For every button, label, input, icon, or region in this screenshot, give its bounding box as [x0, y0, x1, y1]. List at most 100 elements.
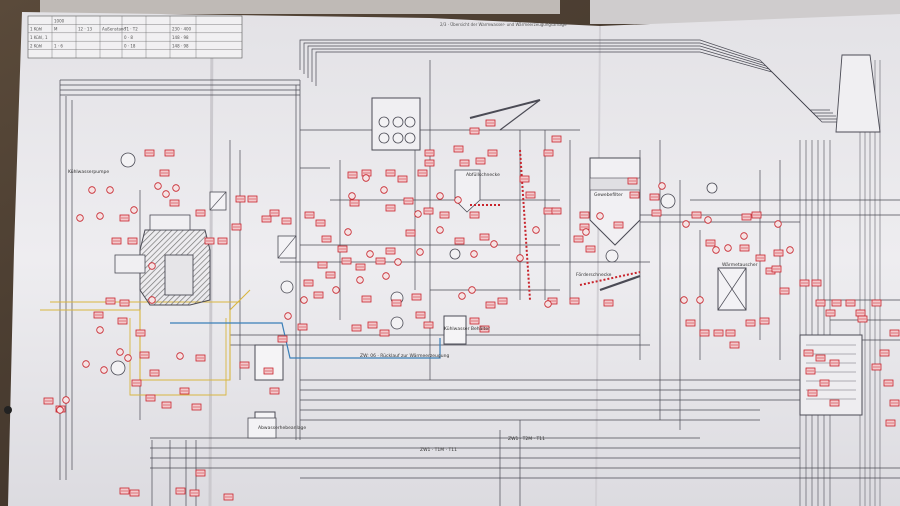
instrument-bubble — [76, 214, 84, 222]
drawing-header: 2/3 · Übersicht der Warmwasser- und Wärm… — [440, 22, 567, 27]
boiler-inlet-box — [114, 254, 146, 274]
instrument-bubble — [596, 212, 604, 220]
label-return: ZW: 06 · Rücklauf zur Wärmeerzeugung — [360, 353, 449, 359]
instrument-bubble — [436, 192, 444, 200]
table-cell: T1 · T2 — [123, 27, 138, 32]
boiler-head — [149, 214, 191, 231]
instrument-bubble — [436, 226, 444, 234]
instrument-bubble — [704, 216, 712, 224]
label-exchanger: Wärmetauscher — [722, 262, 758, 268]
tank-unit — [254, 344, 284, 381]
instrument-bubble — [332, 286, 340, 294]
instrument-bubble — [88, 186, 96, 194]
compressor-icon — [404, 132, 416, 144]
table-cell: 1 Kühl, 1 — [30, 35, 48, 40]
instrument-bubble — [362, 174, 370, 182]
instrument-bubble — [470, 250, 478, 258]
instrument-bubble — [658, 182, 666, 190]
instrument-bubble — [680, 296, 688, 304]
instrument-bubbles — [56, 174, 794, 414]
instrument-bubble — [724, 244, 732, 252]
control-cabinet — [799, 334, 863, 416]
chimney — [835, 54, 881, 133]
equipment-layer — [110, 54, 881, 439]
instrument-bubble — [344, 228, 352, 236]
instrument-bubble — [544, 300, 552, 308]
pipe — [499, 99, 541, 131]
table-cell: Außenstand — [102, 27, 126, 32]
compressor-icon — [392, 116, 404, 128]
pipe — [599, 274, 641, 292]
instrument-bubble — [300, 296, 308, 304]
filter-band — [589, 177, 641, 191]
instrument-bubble — [96, 212, 104, 220]
table-cell: M — [54, 27, 58, 32]
instrument-bubble — [162, 190, 170, 198]
pipe — [315, 51, 842, 123]
instrument-bubble — [382, 272, 390, 280]
table-cell: 2 Kühl — [30, 44, 42, 49]
instrument-bubble — [172, 184, 180, 192]
instrument-bubble — [458, 292, 466, 300]
pipe — [311, 48, 839, 120]
instrument-bubble — [696, 296, 704, 304]
instrument-bubble — [516, 254, 524, 262]
instrument-bubble — [490, 240, 498, 248]
label-feed: Abwasserhebeanlage — [258, 425, 306, 431]
compressor-icon — [378, 132, 390, 144]
instrument-bubble — [100, 366, 108, 374]
pipe — [469, 99, 541, 119]
valve-diagonal — [209, 191, 227, 211]
instrument-bubble — [380, 186, 388, 194]
pipe — [307, 45, 836, 117]
instrument-bubble — [56, 406, 64, 414]
table-cell: 1 · 6 — [54, 44, 63, 49]
instrument-bubble — [106, 186, 114, 194]
wall-sheet-top-left — [40, 0, 560, 14]
mixer-diagonal — [277, 235, 297, 259]
instrument-bubble — [148, 262, 156, 270]
pump-icon — [280, 280, 294, 294]
pipe-network — [59, 39, 900, 506]
label-bottom-line: ZW1 · T1M · T11 — [420, 447, 457, 453]
table-cell: 148 · 98 — [172, 44, 189, 49]
pump-box — [247, 417, 277, 439]
red-instrument-boxes — [43, 119, 900, 501]
instrument-bubble — [454, 196, 462, 204]
pipe — [303, 42, 833, 114]
table-cell: 0 · 18 — [124, 44, 136, 49]
instrument-bubble — [366, 250, 374, 258]
label-filter: Gewebefilter — [594, 192, 623, 198]
hx-diagonal — [717, 267, 747, 311]
pump-icon — [120, 152, 136, 168]
instrument-bubble — [154, 182, 162, 190]
paper-fold — [595, 25, 601, 506]
instrument-bubble — [116, 348, 124, 356]
cooling-tank — [443, 315, 467, 345]
instrument-bubble — [774, 220, 782, 228]
instrument-bubble — [712, 246, 720, 254]
label-silo: Abfüllschnecke — [466, 172, 500, 178]
instrument-bubble — [148, 296, 156, 304]
instrument-bubble — [468, 286, 476, 294]
instrument-bubble — [582, 228, 590, 236]
table-cell: 1 Kühl — [30, 27, 42, 32]
instrument-bubble — [740, 232, 748, 240]
pipe — [299, 39, 830, 111]
instrument-bubble — [416, 248, 424, 256]
instrument-bubble — [130, 206, 138, 214]
pump-icon — [390, 316, 404, 330]
instrument-bubble — [348, 192, 356, 200]
instrument-bubble — [82, 360, 90, 368]
table-cell: 230 · 400 — [172, 27, 192, 32]
paper-fold — [208, 15, 214, 506]
table-cell: 0 · 8 — [124, 35, 133, 40]
label-bottom-line-2: ZW1 · T2M · T11 — [508, 436, 545, 442]
instrument-bubble — [414, 210, 422, 218]
blue-line — [170, 322, 441, 359]
instrument-bubble — [124, 354, 132, 362]
table-cell: 12 · 13 — [78, 27, 92, 32]
pump-icon — [605, 249, 619, 263]
